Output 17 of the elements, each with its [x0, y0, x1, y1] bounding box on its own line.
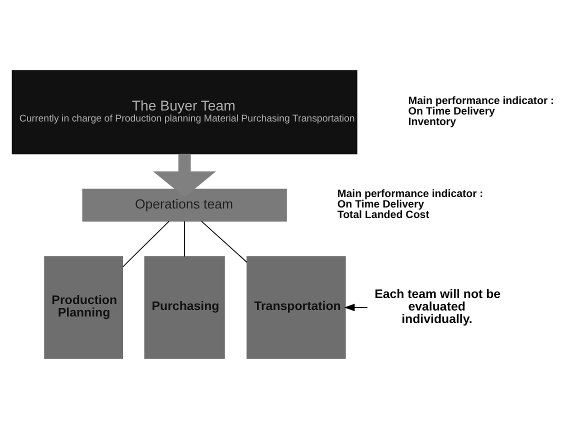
connector	[184, 220, 185, 256]
node-label: Main performance indicator :	[337, 187, 484, 200]
arrow	[153, 153, 216, 197]
node-label: On Time Delivery	[337, 198, 424, 210]
node-box: Production Planning	[44, 256, 123, 358]
node-label: Main performance indicator :	[408, 94, 554, 106]
node-box: Transportation	[246, 256, 346, 358]
node-label: Inventory	[408, 116, 456, 128]
connector	[201, 220, 248, 262]
node-box: Operations team	[82, 188, 287, 222]
node-text: Each team will not be evaluated individually.	[374, 286, 501, 326]
connector	[122, 220, 170, 267]
arrow	[344, 303, 368, 311]
node-box: The Buyer Team Currently in charge of Production planning Material Purchasing Transportation	[12, 70, 358, 154]
node-label: On Time Delivery	[408, 104, 495, 117]
node-label: Total Landed Cost	[337, 208, 430, 221]
node-box: Purchasing	[144, 256, 225, 358]
